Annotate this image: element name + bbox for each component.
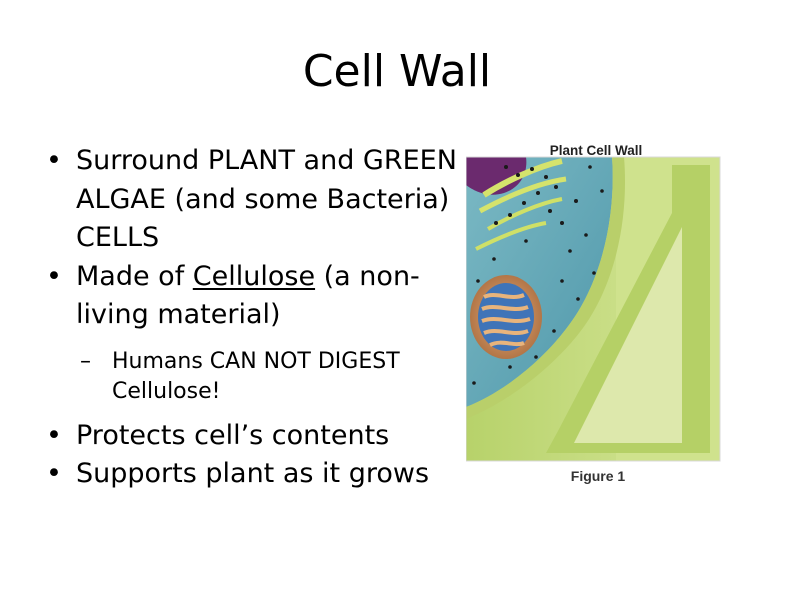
figure-caption: Figure 1 — [571, 468, 626, 484]
bullet-item: • Surround PLANT and GREEN ALGAE (and so… — [0, 142, 460, 258]
sub-bullet-item: – Humans CAN NOT DIGEST Cellulose! — [0, 347, 460, 407]
plant-cell-wall-figure: Plant Cell Wall — [466, 131, 724, 495]
er-fold — [475, 221, 547, 251]
bullet-text-post: (a non-living material) — [76, 260, 420, 331]
slide-title: Cell Wall — [302, 46, 492, 97]
er-fold — [482, 158, 563, 198]
dash-icon: – — [80, 348, 91, 374]
bullet-text-pre: Made of — [76, 260, 193, 292]
mitochondrion — [470, 275, 542, 359]
vacuole — [466, 157, 527, 195]
figure-border — [466, 156, 721, 462]
bullet-list: • Surround PLANT and GREEN ALGAE (and so… — [0, 142, 460, 494]
bullet-text: Supports plant as it grows — [76, 458, 430, 489]
bullet-dot-icon: • — [46, 458, 62, 489]
bullet-dot-icon: • — [46, 260, 62, 292]
bullet-dot-icon: • — [46, 145, 62, 176]
er-fold — [486, 197, 563, 231]
cell-membrane — [466, 157, 626, 419]
plant-cell-wall-illustration: Plant Cell Wall — [466, 143, 721, 484]
ribosomes — [472, 165, 604, 385]
bullet-item: • Protects cell’s contents — [0, 417, 460, 456]
cell-wall-highlight — [574, 227, 682, 443]
bullet-dot-icon: • — [46, 419, 62, 451]
bullet-text: Protects cell’s contents — [76, 419, 390, 451]
figure-heading: Plant Cell Wall — [550, 143, 643, 158]
sub-bullet-text: Humans CAN NOT DIGEST Cellulose! — [112, 348, 400, 404]
bullet-item: • Supports plant as it grows — [0, 455, 460, 494]
bullet-text: Surround PLANT and GREEN ALGAE (and some… — [76, 145, 457, 253]
er-fold — [478, 176, 567, 214]
bullet-item: • Made of Cellulose (a non-living materi… — [0, 258, 460, 335]
bullet-text-underlined: Cellulose — [192, 260, 316, 292]
